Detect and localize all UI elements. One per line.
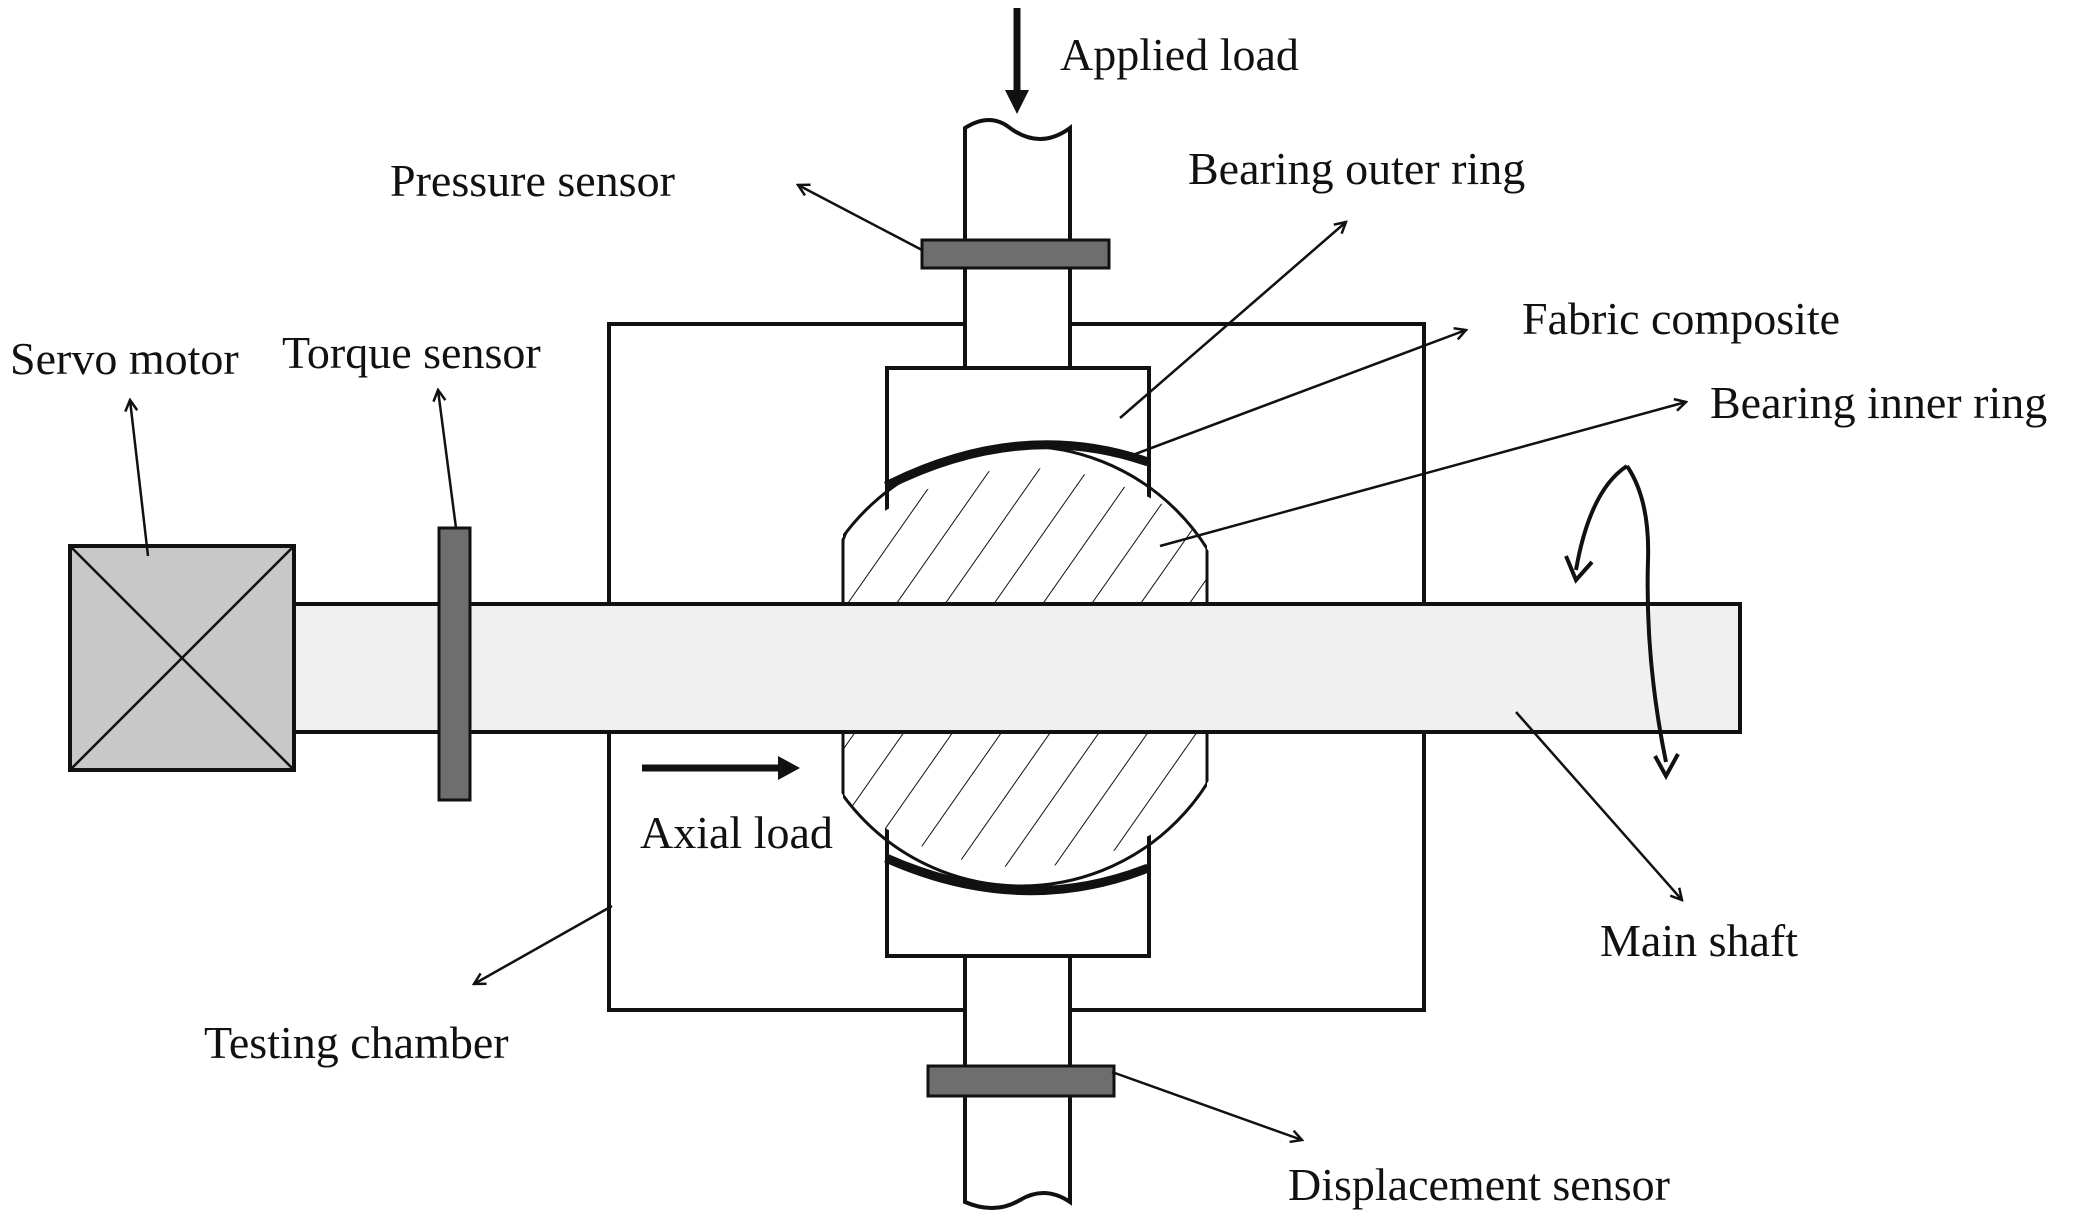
label-bearing-inner-ring: Bearing inner ring bbox=[1710, 377, 2047, 428]
leader-pressure-sensor bbox=[798, 185, 923, 252]
rotation-arrow bbox=[1564, 464, 1680, 781]
label-torque-sensor: Torque sensor bbox=[282, 327, 541, 378]
axial-load-arrow bbox=[642, 756, 800, 780]
label-testing-chamber: Testing chamber bbox=[204, 1017, 509, 1068]
torque-sensor bbox=[437, 526, 472, 802]
label-axial-load: Axial load bbox=[640, 807, 833, 858]
leader-displacement-sensor bbox=[1111, 1070, 1302, 1140]
pressure-sensor-plate bbox=[920, 238, 1111, 270]
label-servo-motor: Servo motor bbox=[10, 333, 239, 384]
leader-bearing-inner-ring bbox=[1159, 402, 1686, 548]
leader-fabric-composite bbox=[1129, 330, 1466, 458]
label-main-shaft: Main shaft bbox=[1600, 915, 1798, 966]
leader-main-shaft bbox=[1515, 711, 1682, 900]
main-shaft bbox=[464, 602, 1742, 734]
motor-shaft bbox=[292, 602, 468, 734]
servo-motor bbox=[68, 544, 296, 772]
displacement-sensor-plate bbox=[926, 1064, 1116, 1098]
fabric-composite-liner-bottom bbox=[884, 853, 1150, 896]
label-fabric-composite: Fabric composite bbox=[1522, 293, 1840, 344]
label-displacement-sensor: Displacement sensor bbox=[1288, 1159, 1670, 1210]
label-applied-load: Applied load bbox=[1060, 29, 1299, 80]
leader-testing-chamber bbox=[474, 904, 613, 984]
applied-load-arrow bbox=[1005, 8, 1029, 114]
label-pressure-sensor: Pressure sensor bbox=[390, 155, 675, 206]
fabric-composite-liner-top bbox=[883, 440, 1150, 491]
leader-torque-sensor bbox=[438, 390, 458, 529]
leader-servo-motor bbox=[130, 400, 150, 557]
label-bearing-outer-ring: Bearing outer ring bbox=[1188, 143, 1525, 194]
leader-bearing-outer-ring bbox=[1119, 222, 1346, 419]
